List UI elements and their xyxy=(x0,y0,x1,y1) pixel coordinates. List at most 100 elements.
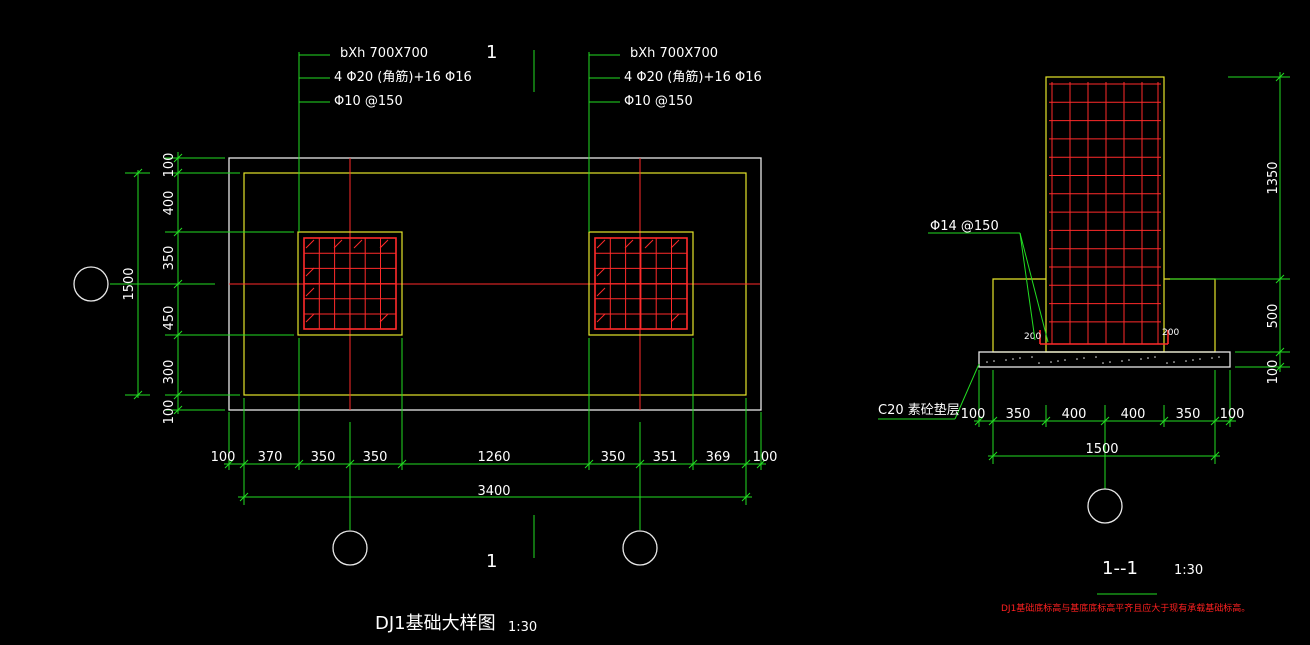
col-left-mainbar-note: 4 Φ20 (角筋)+16 Φ16 xyxy=(334,69,472,85)
section-dim-bottom-1: 350 xyxy=(1006,407,1031,422)
plan-dim-left-5: 100 xyxy=(162,400,177,425)
section-note: DJ1基础底标高与基底底标高平齐且应大于现有承载基础标高。 xyxy=(1001,602,1250,614)
axis-bubble-left xyxy=(332,530,368,566)
column-right-leader xyxy=(588,52,620,232)
column-right-rebar-grid xyxy=(595,238,687,329)
axis-bubble-right xyxy=(622,530,658,566)
rebar-tie-mark xyxy=(379,313,389,323)
cushion-dot xyxy=(1057,360,1059,362)
section-dim-bottom-5: 100 xyxy=(1220,407,1245,422)
cushion-dot xyxy=(1218,356,1220,358)
dim-tick xyxy=(173,168,183,178)
plan-dim-left-2: 350 xyxy=(162,246,177,271)
col-right-stirrup-note: Φ10 @150 xyxy=(624,94,693,109)
dim-tick xyxy=(1225,416,1235,426)
cushion-dot xyxy=(1166,362,1168,364)
cut-mark-top-label: 1 xyxy=(486,42,497,63)
rebar-tie-mark xyxy=(624,239,634,249)
col-right-section-note: bXh 700X700 xyxy=(630,46,718,61)
cushion-dot xyxy=(1095,356,1097,358)
cushion-dot xyxy=(1012,358,1014,360)
dim-tick xyxy=(1210,416,1220,426)
column-left xyxy=(297,231,403,336)
section-rebar-leader xyxy=(928,232,1049,343)
section-right-dimension xyxy=(1170,72,1290,372)
dim-tick xyxy=(1275,274,1285,284)
dim-tick xyxy=(294,459,304,469)
plan-dim-bottom-3: 350 xyxy=(363,450,388,465)
column-right xyxy=(588,231,694,336)
cushion-dot xyxy=(1140,358,1142,360)
rebar-tie-mark xyxy=(596,267,606,277)
dim-tick xyxy=(173,227,183,237)
dim-tick xyxy=(133,390,143,400)
section-bottom-dimension xyxy=(974,370,1236,480)
cushion-dot xyxy=(1185,360,1187,362)
dim-tick xyxy=(741,492,751,502)
plan-dim-left-4: 300 xyxy=(162,360,177,385)
cushion-dot xyxy=(1147,357,1149,359)
rebar-tie-mark xyxy=(333,239,343,249)
dim-tick xyxy=(239,459,249,469)
cushion-dot xyxy=(986,361,988,363)
dim-tick xyxy=(741,459,751,469)
cushion-dot xyxy=(1121,360,1123,362)
cushion-dot xyxy=(1109,361,1111,363)
cushion-dot xyxy=(1211,357,1213,359)
col-right-mainbar-note: 4 Φ20 (角筋)+16 Φ16 xyxy=(624,69,762,85)
cushion-dot xyxy=(1064,359,1066,361)
rebar-tie-mark xyxy=(670,313,680,323)
dim-tick xyxy=(1275,72,1285,82)
dim-tick xyxy=(173,330,183,340)
rebar-tie-mark xyxy=(305,239,315,249)
dim-tick xyxy=(974,416,984,426)
dim-tick xyxy=(988,416,998,426)
cushion-dot xyxy=(1076,358,1078,360)
cushion-dot xyxy=(1199,358,1201,360)
cushion-dot xyxy=(1154,356,1156,358)
dim-tick xyxy=(756,459,766,469)
section-1-1: 200 200 Φ14 @150 C20 素砼垫层 1350 500 100 xyxy=(878,72,1290,614)
rebar-tie-mark xyxy=(379,239,389,249)
dim-tick xyxy=(1210,451,1220,461)
cushion-dot xyxy=(1102,362,1104,364)
dim-tick xyxy=(635,459,645,469)
dim-tick xyxy=(584,459,594,469)
section-dim-bottom-0: 100 xyxy=(961,407,986,422)
dim-tick xyxy=(173,390,183,400)
dim-tick xyxy=(1100,416,1110,426)
rebar-tie-mark xyxy=(670,239,680,249)
col-left-section-note: bXh 700X700 xyxy=(340,46,428,61)
section-hook-right-label: 200 xyxy=(1162,328,1179,338)
dim-tick xyxy=(345,459,355,469)
section-dim-bottom-4: 350 xyxy=(1176,407,1201,422)
cushion-dot xyxy=(1083,357,1085,359)
rebar-tie-mark xyxy=(305,267,315,277)
plan-dim-left-1: 400 xyxy=(162,191,177,216)
section-cushion-layer xyxy=(978,351,1231,368)
rebar-tie-mark xyxy=(596,287,606,297)
plan-dim-bottom-7: 369 xyxy=(706,450,731,465)
dim-tick xyxy=(1275,347,1285,357)
cushion-hatching xyxy=(986,356,1220,364)
dim-tick xyxy=(1041,416,1051,426)
section-hook-left-label: 200 xyxy=(1024,332,1041,342)
dim-tick xyxy=(224,459,234,469)
rebar-tie-mark xyxy=(305,313,315,323)
cushion-dot xyxy=(1192,359,1194,361)
rebar-tie-mark xyxy=(596,239,606,249)
cut-mark-bottom-label: 1 xyxy=(486,551,497,572)
plan-dim-left-3: 450 xyxy=(162,306,177,331)
dim-tick xyxy=(133,168,143,178)
plan-dim-left-total: 1500 xyxy=(122,267,137,300)
section-cushion-label: C20 素砼垫层 xyxy=(878,402,960,418)
plan-dim-left-0: 100 xyxy=(162,153,177,178)
section-scale: 1:30 xyxy=(1174,563,1203,578)
section-column-rebar xyxy=(1049,82,1161,344)
cushion-dot xyxy=(1019,357,1021,359)
section-dim-right-1: 500 xyxy=(1266,304,1281,329)
dim-tick xyxy=(173,405,183,415)
section-axis-bubble xyxy=(1087,488,1123,524)
dim-tick xyxy=(397,459,407,469)
